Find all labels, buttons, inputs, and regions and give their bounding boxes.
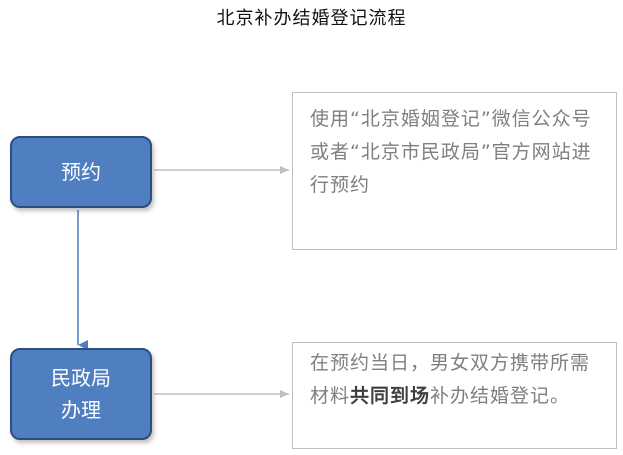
description-box-reservation: 使用“北京婚姻登记”微信公众号或者“北京市民政局”官方网站进行预约 (292, 92, 617, 250)
description-text: 使用“北京婚姻登记”微信公众号或者“北京市民政局”官方网站进行预约 (310, 108, 592, 196)
step-label: 办理 (61, 398, 101, 422)
step-box-civil-affairs-office: 民政局 办理 (10, 348, 152, 440)
step-label: 预约 (61, 160, 101, 184)
page-title: 北京补办结婚登记流程 (216, 8, 407, 29)
description-box-civil-affairs-office: 在预约当日，男女双方携带所需材料共同到场补办结婚登记。 (292, 342, 617, 449)
step-label: 民政局 (51, 366, 111, 390)
description-emphasis-text: 共同到场 (350, 385, 431, 407)
description-text: 补办结婚登记。 (430, 385, 571, 407)
description-text: 在预约当日，男女双方携带所需材料 (310, 352, 591, 407)
step-box-reservation: 预约 (10, 136, 152, 208)
